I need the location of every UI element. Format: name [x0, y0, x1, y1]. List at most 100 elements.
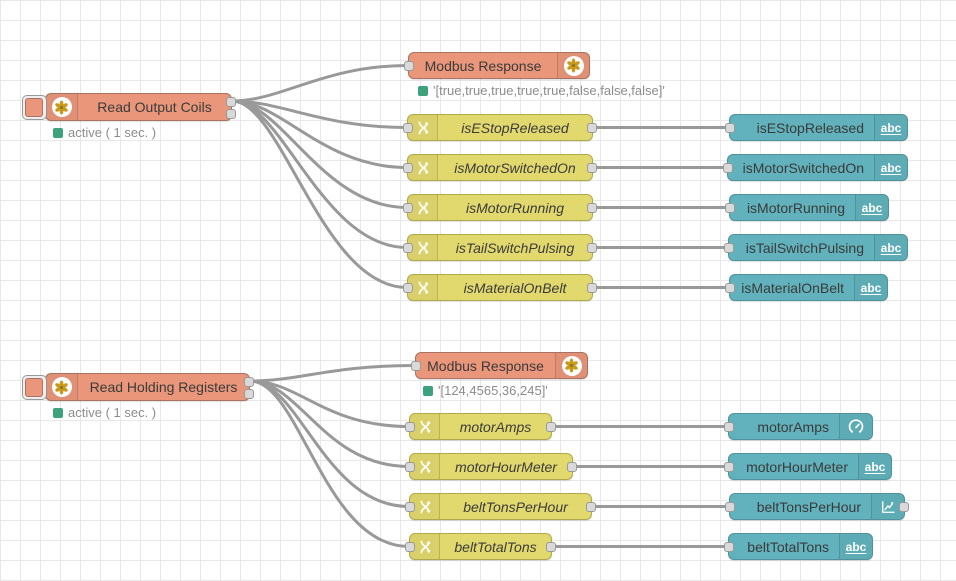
switch-node[interactable]: isTailSwitchPulsing: [403, 234, 597, 261]
node-label: isEStopReleased: [461, 119, 569, 136]
output-port[interactable]: [546, 422, 556, 432]
modbus-flower-icon: [555, 353, 587, 378]
input-port[interactable]: [723, 163, 733, 173]
switch-node[interactable]: isMaterialOnBelt: [403, 274, 597, 301]
node-label: motorAmps: [459, 418, 532, 435]
node-button[interactable]: [22, 375, 47, 400]
switch-node[interactable]: motorHourMeter: [405, 453, 577, 480]
input-port[interactable]: [405, 542, 415, 552]
shuffle-icon: [408, 155, 438, 180]
status-dot-icon: [423, 385, 433, 396]
output-port[interactable]: [587, 283, 597, 293]
node-label: isMotorSwitchedOn: [454, 159, 576, 176]
node-label: isMaterialOnBelt: [741, 279, 844, 296]
node-label: beltTonsPerHour: [756, 498, 861, 515]
input-port[interactable]: [405, 422, 415, 432]
shuffle-icon: [410, 534, 440, 559]
input-port[interactable]: [724, 462, 734, 472]
modbus-response-node[interactable]: Modbus Response: [404, 52, 590, 79]
ui-text-node[interactable]: isMaterialOnBelt abc: [725, 274, 888, 301]
node-label: Modbus Response: [427, 357, 544, 374]
input-port[interactable]: [725, 123, 735, 133]
input-port[interactable]: [725, 283, 735, 293]
input-port[interactable]: [405, 462, 415, 472]
abc-text-icon: abc: [858, 454, 891, 479]
input-port[interactable]: [725, 203, 735, 213]
wire[interactable]: [230, 99, 409, 209]
ui-text-node[interactable]: motorHourMeter abc: [724, 453, 892, 480]
ui-text-node[interactable]: isMotorSwitchedOn abc: [723, 154, 908, 181]
switch-node[interactable]: beltTonsPerHour: [405, 493, 596, 520]
node-label: motorHourMeter: [746, 458, 848, 475]
output-port[interactable]: [244, 389, 254, 399]
abc-text-icon: abc: [874, 235, 907, 260]
ui-text-node[interactable]: isTailSwitchPulsing abc: [724, 234, 908, 261]
abc-text-icon: abc: [874, 115, 907, 140]
read-holding-registers-node[interactable]: Read Holding Registers: [22, 373, 254, 401]
shuffle-icon: [410, 454, 440, 479]
switch-node[interactable]: isEStopReleased: [403, 114, 597, 141]
node-label: beltTotalTons: [747, 538, 829, 555]
input-port[interactable]: [724, 243, 734, 253]
switch-node[interactable]: beltTotalTons: [405, 533, 556, 560]
modbus-flower-icon: [46, 374, 78, 400]
ui-text-node[interactable]: isEStopReleased abc: [725, 114, 908, 141]
output-port[interactable]: [587, 123, 597, 133]
output-port[interactable]: [586, 502, 596, 512]
wire[interactable]: [230, 99, 409, 289]
input-port[interactable]: [411, 361, 421, 371]
output-port[interactable]: [567, 462, 577, 472]
status-dot-icon: [53, 127, 63, 138]
input-port[interactable]: [724, 422, 734, 432]
line-chart-icon: [871, 494, 904, 519]
wire[interactable]: [248, 364, 417, 383]
output-port[interactable]: [244, 377, 254, 387]
status-dot-icon: [53, 407, 63, 418]
modbus-flower-icon: [46, 94, 78, 120]
output-port[interactable]: [587, 163, 597, 173]
switch-node[interactable]: isMotorSwitchedOn: [403, 154, 597, 181]
input-port[interactable]: [403, 163, 413, 173]
node-label: isMotorRunning: [746, 199, 845, 216]
node-button[interactable]: [22, 95, 47, 120]
input-port[interactable]: [404, 61, 414, 71]
abc-text-icon: abc: [855, 195, 888, 220]
wire[interactable]: [230, 64, 410, 103]
output-port[interactable]: [226, 97, 236, 107]
modbus-flower-icon: [557, 53, 589, 78]
input-port[interactable]: [724, 542, 734, 552]
output-port[interactable]: [587, 243, 597, 253]
ui-gauge-node[interactable]: motorAmps: [724, 413, 873, 440]
input-port[interactable]: [403, 123, 413, 133]
ui-text-node[interactable]: isMotorRunning abc: [725, 194, 889, 221]
input-port[interactable]: [725, 502, 735, 512]
output-port[interactable]: [587, 203, 597, 213]
abc-text-icon: abc: [874, 155, 907, 180]
ui-chart-node[interactable]: beltTonsPerHour: [725, 493, 909, 520]
output-port[interactable]: [899, 502, 909, 512]
input-port[interactable]: [403, 283, 413, 293]
input-port[interactable]: [405, 502, 415, 512]
node-label: isMotorSwitchedOn: [742, 159, 864, 176]
output-port[interactable]: [546, 542, 556, 552]
shuffle-icon: [408, 115, 438, 140]
node-label: isMaterialOnBelt: [463, 279, 567, 296]
switch-node[interactable]: isMotorRunning: [403, 194, 597, 221]
node-label: isEStopReleased: [756, 119, 864, 136]
wire[interactable]: [230, 99, 409, 249]
ui-text-node[interactable]: beltTotalTons abc: [724, 533, 873, 560]
wire[interactable]: [248, 379, 411, 548]
modbus-response-node[interactable]: Modbus Response: [411, 352, 588, 379]
read-output-coils-node[interactable]: Read Output Coils: [22, 93, 236, 121]
output-port[interactable]: [226, 109, 236, 119]
node-status: '[124,4565,36,245]': [423, 383, 548, 398]
node-label: Read Output Coils: [97, 99, 212, 115]
shuffle-icon: [408, 275, 438, 300]
node-status: active ( 1 sec. ): [53, 405, 156, 420]
node-label: Modbus Response: [424, 57, 542, 74]
switch-node[interactable]: motorAmps: [405, 413, 556, 440]
input-port[interactable]: [403, 203, 413, 213]
input-port[interactable]: [403, 243, 413, 253]
